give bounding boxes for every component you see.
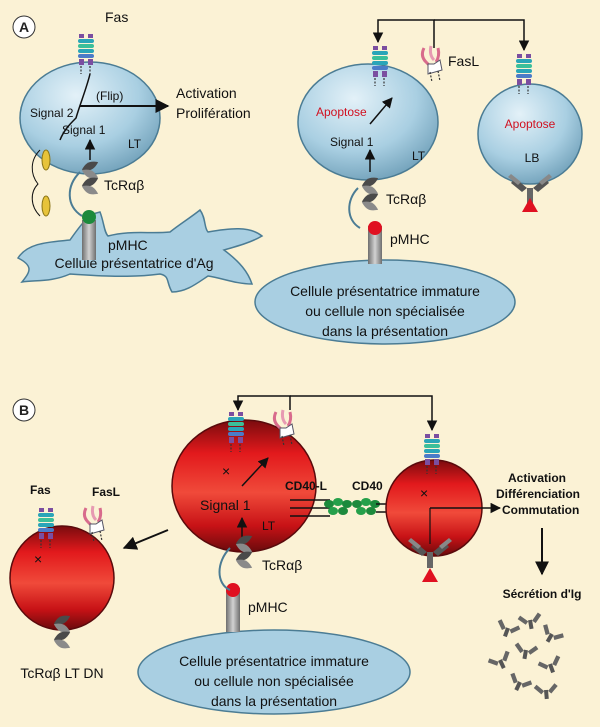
panel-b: B Cellule présentatrice immature ou cell… — [9, 395, 582, 715]
cd40-label: CD40 — [352, 479, 383, 493]
ig-cluster — [486, 612, 566, 701]
apoptose-label: Apoptose — [316, 105, 367, 119]
cd40-cluster — [352, 498, 380, 515]
ltdn-label: TcRαβ LT DN — [20, 665, 103, 681]
mhc-stalk — [82, 220, 96, 260]
x-mark-b: × — [420, 485, 428, 501]
secretion-label: Sécrétion d'Ig — [503, 587, 582, 601]
t-cell-b — [171, 419, 317, 553]
fasl-label: FasL — [448, 53, 479, 69]
immature-line1: Cellule présentatrice immature — [290, 283, 480, 299]
cd40l-cluster — [324, 498, 352, 515]
x-mark-dn: × — [34, 551, 42, 567]
panel-b-badge — [12, 398, 36, 422]
panel-b-tag: B — [19, 402, 29, 418]
panel-a: A Cellule présentatrice d'Ag pMHC LT Fas… — [12, 9, 583, 345]
commutation-label: Commutation — [502, 503, 579, 517]
mhc-red — [368, 221, 382, 235]
immature-line2-b: ou cellule non spécialisée — [194, 673, 354, 689]
costim-bracket — [31, 149, 41, 217]
tcr-label-right: TcRαβ — [386, 191, 426, 207]
panel-a-badge — [12, 15, 36, 39]
cd40l-label: CD40-L — [285, 479, 327, 493]
mhc-stalk-b — [226, 588, 240, 632]
tcr-arc-right — [348, 187, 361, 229]
proliferation-label: Prolifération — [176, 105, 251, 121]
fasl-arrow-to-b — [434, 19, 530, 52]
fasl-arrow-b-to-b — [290, 395, 438, 432]
mhc-red-b — [226, 583, 240, 597]
lb-label: LB — [525, 151, 540, 165]
lt-label-b: LT — [262, 519, 276, 533]
b-cell-a — [477, 83, 583, 185]
pmhc-label: pMHC — [108, 237, 148, 253]
immature-line3-b: dans la présentation — [211, 693, 337, 709]
dn-arrow — [122, 529, 169, 550]
signal1-label: Signal 1 — [62, 123, 106, 137]
tcr-label-b: TcRαβ — [262, 557, 302, 573]
lt-label-right: LT — [412, 149, 426, 163]
signal2-path — [59, 73, 91, 141]
fas-label: Fas — [105, 9, 128, 25]
apc-cell — [16, 208, 264, 293]
immature-line2: ou cellule non spécialisée — [305, 303, 465, 319]
fasl-arrow-to-t — [372, 19, 435, 48]
signal1-label-b: Signal 1 — [200, 497, 251, 513]
panel-a-tag: A — [19, 19, 29, 35]
tcr-label: TcRαβ — [104, 177, 144, 193]
activation-label: Activation — [176, 85, 237, 101]
antigen-a — [522, 198, 538, 212]
immature-apc-a — [254, 259, 516, 345]
x-mark-center: × — [222, 463, 230, 479]
pmhc-label-right: pMHC — [390, 231, 430, 247]
fas-label-b: Fas — [30, 483, 51, 497]
mhc-stalk-right — [368, 226, 382, 264]
flip-label: (Flip) — [96, 89, 123, 103]
differenciation-label: Différenciation — [496, 487, 580, 501]
costim-2 — [41, 195, 51, 217]
signal1-label-right: Signal 1 — [330, 135, 374, 149]
activation-label-b: Activation — [508, 471, 566, 485]
immature-line1-b: Cellule présentatrice immature — [179, 653, 369, 669]
pmhc-label-b: pMHC — [248, 599, 288, 615]
costim-1 — [41, 149, 51, 171]
t-cell-dn — [9, 525, 115, 631]
immature-apc-b — [137, 629, 411, 715]
tcr-arc — [68, 171, 83, 217]
mhc-green — [82, 210, 96, 224]
tcr-arc-b — [218, 547, 231, 591]
apoptose-arrow — [369, 97, 393, 125]
apoptose-arrow-b — [241, 457, 269, 487]
fasl-arrow-b-to-t — [232, 395, 291, 412]
fasl-label-b: FasL — [92, 485, 120, 499]
signal2-label: Signal 2 — [30, 106, 74, 120]
immature-line3: dans la présentation — [322, 323, 448, 339]
apoptose-label-b: Apoptose — [505, 117, 556, 131]
fasl-ligand — [420, 44, 444, 84]
antigen-b — [422, 568, 438, 582]
apc-label: Cellule présentatrice d'Ag — [54, 255, 213, 271]
lt-label: LT — [128, 137, 142, 151]
